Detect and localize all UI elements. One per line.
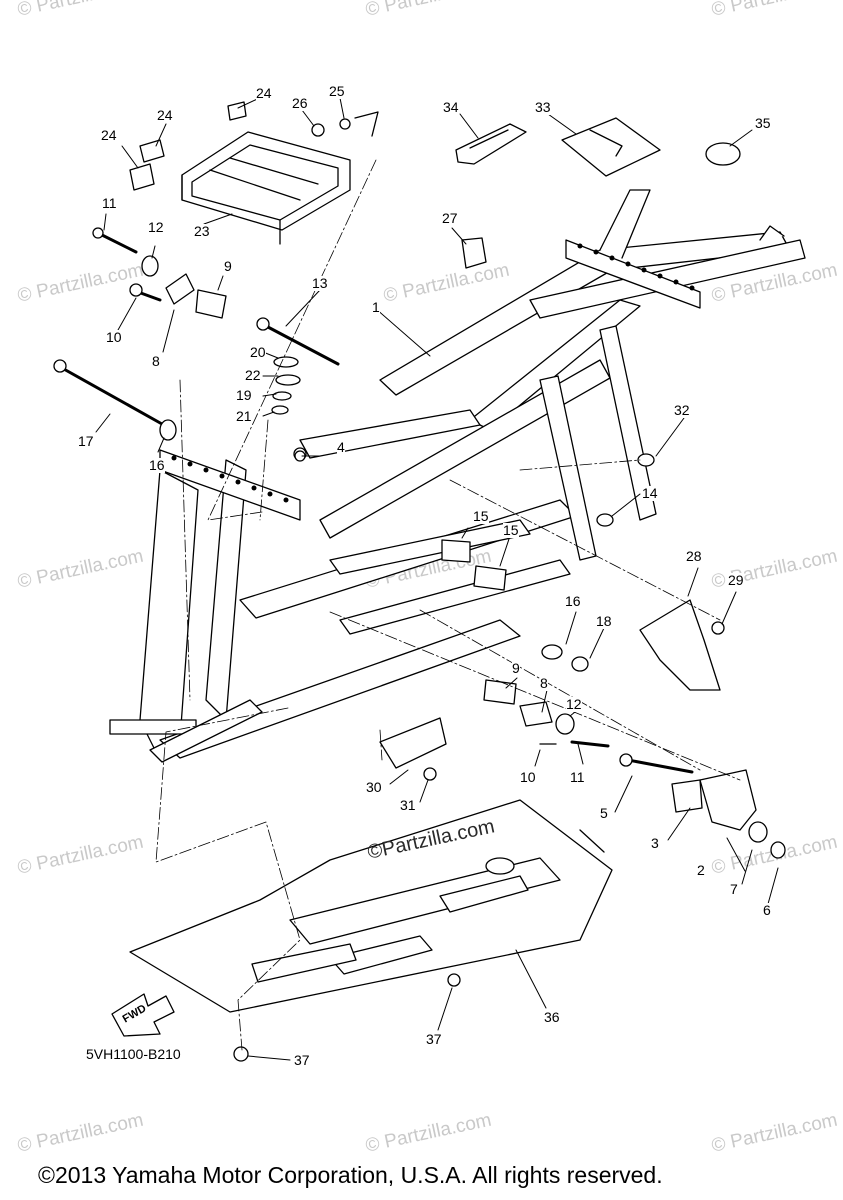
bushing-part [141,255,307,461]
callout-16: 16 [565,593,581,609]
callout-26: 26 [292,95,308,111]
callout-25: 25 [329,83,345,99]
callout-15: 15 [503,522,519,538]
frame-holes [171,243,695,503]
callout-32: 32 [674,402,690,418]
part-number: 5VH1100-B210 [86,1046,181,1062]
callout-36: 36 [544,1009,560,1025]
skid-plate [129,799,613,1013]
callout-7: 7 [730,881,738,897]
strap-part [455,123,527,165]
callout-1: 1 [372,299,380,315]
construction-lines [155,159,741,1051]
callout-24: 24 [101,127,117,143]
callout-35: 35 [755,115,771,131]
callout-30: 30 [366,779,382,795]
callout-3: 3 [651,835,659,851]
callout-28: 28 [686,548,702,564]
callout-6: 6 [763,902,771,918]
callout-9: 9 [512,660,520,676]
bolt-part [311,111,379,137]
callout-27: 27 [442,210,458,226]
callout-11: 11 [102,195,117,211]
callout-24: 24 [157,107,173,123]
bracket-part [294,237,757,831]
callout-37: 37 [426,1031,442,1047]
callout-19: 19 [236,387,252,403]
callout-37: 37 [294,1052,310,1068]
callout-21: 21 [236,408,252,424]
callout-31: 31 [400,797,416,813]
callout-22: 22 [245,367,261,383]
callout-4: 4 [337,439,345,455]
o-ring-part [705,142,741,166]
callout-20: 20 [250,344,266,360]
callout-33: 33 [535,99,551,115]
seat-bracket [181,131,351,245]
callout-10: 10 [106,329,122,345]
callout-5: 5 [600,805,608,821]
callout-8: 8 [540,675,548,691]
callout-15: 15 [473,508,489,524]
copyright-notice: ©2013 Yamaha Motor Corporation, U.S.A. A… [38,1162,663,1188]
callout-8: 8 [152,353,160,369]
callout-9: 9 [224,258,232,274]
pouch-part [561,117,661,177]
main-frame [109,189,806,763]
callout-17: 17 [78,433,94,449]
callout-10: 10 [520,769,536,785]
bolt-part [53,227,340,426]
callout-18: 18 [596,613,612,629]
callout-16: 16 [149,457,165,473]
callout-11: 11 [570,769,585,785]
callout-34: 34 [443,99,459,115]
callout-2: 2 [697,862,705,878]
bolt-part [233,973,461,1062]
callout-29: 29 [728,572,744,588]
bushing-part [441,453,786,859]
callout-24: 24 [256,85,272,101]
callout-12: 12 [566,696,582,712]
callout-12: 12 [148,219,164,235]
forward-arrow-icon [111,993,175,1037]
callout-13: 13 [312,275,328,291]
callout-23: 23 [194,223,210,239]
callout-14: 14 [642,485,658,501]
